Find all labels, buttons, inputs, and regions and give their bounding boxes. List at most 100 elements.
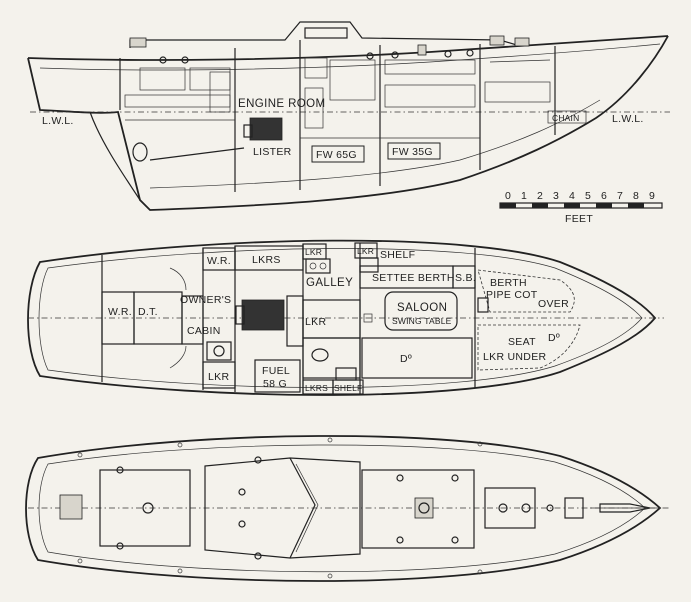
cleat (363, 313, 373, 323)
lkrs-bottom-label: LKRS (305, 383, 328, 393)
lkr-mid-label: LKR (305, 316, 326, 328)
profile-inner-bottom (149, 99, 601, 189)
deck-fitting (451, 536, 459, 544)
engine-block (249, 117, 283, 141)
berth-label: BERTH (490, 277, 527, 289)
fw-tank-aft-box (311, 145, 365, 163)
doghouse-windscreen (295, 463, 319, 553)
scale-bar: 0 1 2 3 4 5 6 7 8 9 FEET (499, 190, 663, 225)
swing-table (384, 291, 458, 331)
settee-lower-box (361, 337, 473, 379)
scale-tick-3: 3 (553, 190, 559, 202)
galley-stove (305, 258, 331, 274)
chain-locker-box (547, 110, 587, 124)
porthole (444, 50, 452, 58)
scale-segment (564, 203, 580, 208)
scale-tick-5: 5 (585, 190, 591, 202)
bow-fitting (599, 503, 651, 513)
shelf-top-label: SHELF (380, 249, 415, 261)
plan-gearbox (235, 305, 245, 325)
stanchions (77, 437, 483, 579)
profile-lwl-right: L.W.L. (612, 113, 644, 125)
deck-fitting (396, 474, 404, 482)
stanchion (177, 568, 183, 574)
saloon-label: SALOON (397, 302, 447, 314)
profile-settee (384, 84, 476, 108)
porthole (366, 52, 374, 60)
fuel-tank-box (254, 359, 301, 393)
stanchion (477, 569, 483, 575)
mast-partner (418, 502, 430, 514)
deck-fitting (254, 552, 262, 560)
porthole (159, 56, 167, 64)
do-mid-label: Dº (400, 353, 412, 365)
profile-rudder (89, 111, 141, 201)
cockpit-well (99, 469, 191, 547)
lkr-top1-label: LKR (305, 247, 322, 257)
galley-label: GALLEY (306, 277, 353, 289)
scale-segment (500, 203, 516, 208)
shelf-bottom-label: SHELF (334, 383, 362, 393)
stove-burner (309, 262, 317, 270)
profile-hatch-mid (489, 35, 505, 46)
accommodation-inner-outline (38, 248, 643, 388)
winch (116, 542, 124, 550)
wr-aft-label: W.R. (108, 306, 132, 318)
owners-cabin-partition (181, 295, 204, 345)
propeller-shaft (149, 147, 245, 161)
profile-inner-hull (39, 43, 661, 71)
winch (116, 466, 124, 474)
washbasin (206, 341, 232, 361)
profile-ladder (304, 87, 324, 129)
settee-berth-label: SETTEE BERTH (372, 272, 455, 284)
stove-burner (319, 262, 327, 270)
door-swing (169, 345, 187, 369)
wc (311, 348, 329, 362)
profile-locker (139, 67, 186, 91)
deck-fitting (521, 503, 531, 513)
scale-tick-4: 4 (569, 190, 575, 202)
scale-segment (628, 203, 644, 208)
accommodation-plan: W.R. D.T. OWNER'S CABIN W.R. LKRS LKR FU… (27, 239, 664, 396)
deck-fitting (238, 488, 246, 496)
lkrs-upper-label: LKRS (252, 254, 281, 266)
scale-segment (596, 203, 612, 208)
lkr-top2-label: LKR (357, 246, 374, 256)
sb-label: S.B. (455, 272, 476, 284)
lister-label: LISTER (253, 146, 292, 158)
scale-segment (532, 203, 548, 208)
scale-tick-7: 7 (617, 190, 623, 202)
porthole (391, 51, 399, 59)
mast-post (477, 297, 489, 313)
winch (142, 502, 154, 514)
scale-tick-2: 2 (537, 190, 543, 202)
stanchion (327, 437, 333, 443)
fuel-qty-label: 58 G (263, 378, 287, 390)
deck-plan (25, 435, 670, 582)
fw-tank-fwd-box (387, 142, 441, 160)
scale-tick-6: 6 (601, 190, 607, 202)
deck-fitting (546, 504, 554, 512)
profile-sheer-line (27, 35, 669, 61)
engine-gearbox (243, 124, 253, 138)
lkr-lower-box (202, 361, 236, 389)
chain-label: CHAIN (552, 113, 579, 123)
stanchion (177, 442, 183, 448)
profile-shelf (384, 59, 476, 75)
plan-engine (241, 299, 285, 331)
lkr-under-label: LKR UNDER (483, 351, 546, 363)
profile-hatch-fwd (514, 37, 530, 47)
profile-mast-step (417, 44, 427, 56)
profile-pipe-cot (489, 59, 551, 63)
profile-doghouse-window (304, 27, 348, 39)
stanchion (327, 573, 333, 579)
owners-label: OWNER'S (180, 294, 231, 306)
dt-label: D.T. (138, 306, 158, 318)
cockpit-hatch (59, 494, 83, 520)
stanchion (77, 452, 83, 458)
deck-fitting (498, 503, 508, 513)
deck-toerail (38, 444, 646, 573)
fuel-label: FUEL (262, 365, 290, 377)
profile-coachroof (129, 21, 521, 48)
scale-tick-8: 8 (633, 190, 639, 202)
